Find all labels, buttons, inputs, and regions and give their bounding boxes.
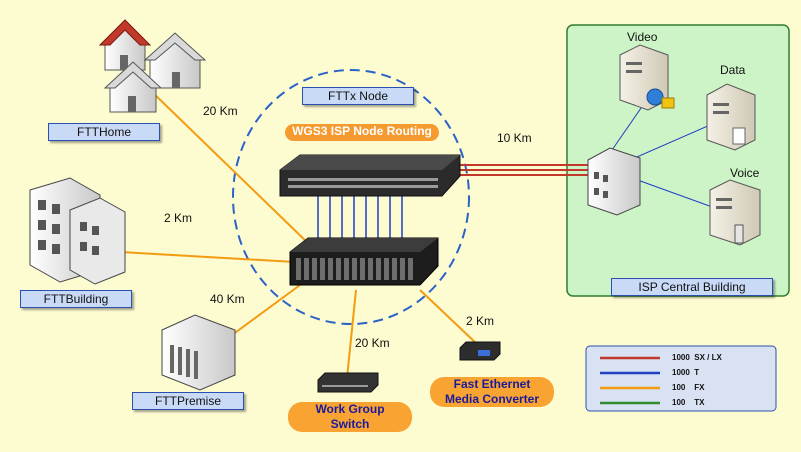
- legend-label-1000-t: 1000 T: [672, 368, 700, 377]
- gigabit-links: [455, 164, 590, 176]
- house-icon-2: [143, 32, 207, 89]
- video-label: Video: [627, 30, 658, 44]
- ftthome-label: FTTHome: [48, 123, 160, 141]
- wgs3-callout: WGS3 ISP Node Routing: [285, 124, 439, 141]
- fttpremise-label: FTTPremise: [132, 392, 244, 410]
- voice-server-icon: [709, 179, 761, 246]
- converter-line1: Fast Ethernet: [453, 377, 531, 391]
- managed-switch-icon: [279, 154, 461, 197]
- voice-label: Voice: [730, 166, 760, 180]
- distance-converter: 2 Km: [466, 314, 495, 328]
- link-converter: [419, 289, 479, 346]
- video-server-icon: [619, 44, 675, 111]
- fttx-node-circle: [232, 69, 470, 325]
- workgroup-callout: Work Group Switch: [288, 402, 412, 432]
- distance-isp: 10 Km: [497, 131, 532, 145]
- workgroup-switch-icon: [317, 372, 379, 393]
- distance-switch: 20 Km: [355, 336, 390, 350]
- workgroup-line2: Switch: [330, 417, 370, 431]
- link-switch: [346, 289, 357, 379]
- fiber-links: [119, 89, 479, 379]
- legend-swatches: [600, 356, 660, 405]
- link-building: [119, 251, 296, 263]
- office-building-icon: [29, 177, 126, 285]
- fttx-node-label: FTTx Node: [302, 87, 414, 105]
- legend-label-100-fx: 100 FX: [672, 383, 705, 392]
- link-home: [149, 89, 311, 246]
- house-icon-3: [103, 61, 163, 113]
- legend-box: [585, 345, 777, 412]
- distance-premise: 40 Km: [210, 292, 245, 306]
- premise-building-icon: [161, 314, 236, 391]
- distance-building: 2 Km: [164, 211, 193, 225]
- fttbuilding-label: FTTBuilding: [20, 290, 132, 308]
- isp-building-icon: [587, 147, 641, 216]
- data-server-icon: [706, 83, 756, 151]
- media-converter-icon: [459, 341, 501, 361]
- house-icon-1: [98, 19, 152, 71]
- converter-callout: Fast Ethernet Media Converter: [430, 377, 554, 407]
- workgroup-line1: Work Group: [315, 402, 385, 416]
- legend-label-1000-sx-lx: 1000 SX / LX: [672, 353, 722, 362]
- legend-label-100-tx: 100 TX: [672, 398, 705, 407]
- converter-chassis-icon: [289, 237, 439, 286]
- isp-central-label: ISP Central Building: [611, 278, 773, 296]
- copper-links: [317, 196, 403, 242]
- distance-home: 20 Km: [203, 104, 238, 118]
- converter-line2: Media Converter: [444, 392, 540, 406]
- link-premise: [227, 284, 301, 339]
- data-label: Data: [720, 63, 746, 77]
